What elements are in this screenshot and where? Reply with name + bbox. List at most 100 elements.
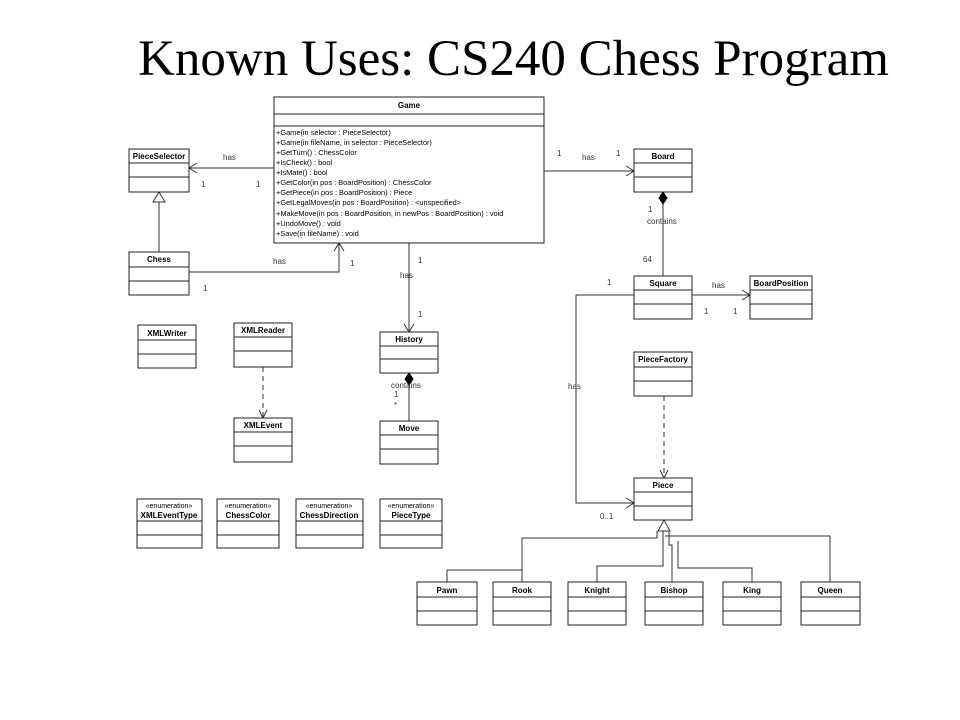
multiplicity-label: 1	[607, 278, 612, 287]
slide-title: Known Uses: CS240 Chess Program	[138, 31, 889, 87]
enum-chessdirection: «enumeration» ChessDirection	[295, 498, 364, 549]
class-xmlevent: XMLEvent	[233, 417, 293, 463]
class-move: Move	[379, 420, 439, 465]
operation: +Save(in fileName) : void	[276, 229, 359, 238]
class-king: King	[722, 581, 782, 626]
chess-game-line	[189, 243, 340, 273]
class-name: ChessColor	[226, 511, 271, 520]
relation-label-square-piece: has	[568, 382, 581, 391]
square-piece-line	[575, 294, 634, 504]
class-xmlreader: XMLReader	[233, 322, 293, 368]
relation-label-game-selector: has	[223, 153, 236, 162]
knight-generalization	[596, 531, 664, 582]
generalization-triangle	[152, 191, 166, 203]
class-name: Game	[398, 101, 421, 110]
bishop-generalization	[668, 531, 673, 582]
class-name: XMLReader	[241, 326, 285, 335]
king-generalization	[677, 541, 753, 582]
class-name: Queen	[818, 586, 843, 595]
relation-label-game-history: has	[400, 271, 413, 280]
operation: +IsMate() : bool	[276, 168, 328, 177]
multiplicity-label: 1	[201, 180, 206, 189]
operation: +GetColor(in pos : BoardPosition) : Ches…	[276, 178, 432, 187]
multiplicity-label: 1	[704, 307, 709, 316]
multiplicity-label: 1	[616, 149, 621, 158]
class-piece: Piece	[633, 477, 693, 521]
operation: +GetTurn() : ChessColor	[276, 148, 357, 157]
relationships	[152, 162, 831, 582]
class-bishop: Bishop	[644, 581, 704, 626]
class-chess: Chess	[128, 251, 190, 296]
relation-label-chess-game: has	[273, 257, 286, 266]
multiplicity-label: 1	[256, 180, 261, 189]
enum-piecetype: «enumeration» PieceType	[379, 498, 443, 549]
class-name: Square	[649, 279, 677, 288]
class-name: XMLEventType	[141, 511, 198, 520]
multiplicity-label: 1	[350, 259, 355, 268]
operation: +Game(in fileName, in selector : PieceSe…	[276, 138, 432, 147]
class-pieceselector: PieceSelector	[128, 148, 190, 193]
multiplicity-label: 64	[643, 255, 652, 264]
class-board: Board	[633, 148, 693, 193]
rook-generalization	[521, 531, 658, 582]
class-name: ChessDirection	[300, 511, 359, 520]
class-name: Chess	[147, 255, 172, 264]
class-name: PieceFactory	[638, 355, 688, 364]
class-name: Bishop	[660, 586, 687, 595]
relation-label-board-square: contains	[647, 217, 677, 226]
operation: +GetPiece(in pos : BoardPosition) : Piec…	[276, 188, 412, 197]
class-name: Knight	[584, 586, 610, 595]
operation: +Game(in selector : PieceSelector)	[276, 128, 391, 137]
multiplicity-label: 1	[394, 390, 399, 399]
class-name: Move	[399, 424, 420, 433]
multiplicity-label: 1	[648, 205, 653, 214]
stereotype: «enumeration»	[388, 503, 435, 510]
class-rook: Rook	[492, 581, 552, 626]
multiplicity-label: 1	[557, 149, 562, 158]
operation: +MakeMove(in pos : BoardPosition, in new…	[276, 209, 503, 218]
class-history: History	[379, 331, 439, 374]
class-name: PieceSelector	[133, 152, 185, 161]
class-name: XMLWriter	[147, 329, 186, 338]
class-game: Game +Game(in selector : PieceSelector) …	[273, 96, 545, 244]
class-name: Piece	[653, 481, 674, 490]
stereotype: «enumeration»	[146, 503, 193, 510]
composition-diamond	[658, 191, 668, 205]
class-knight: Knight	[567, 581, 627, 626]
stereotype: «enumeration»	[225, 503, 272, 510]
operation: +GetLegalMoves(in pos : BoardPosition) :…	[276, 198, 461, 207]
class-name: History	[395, 335, 423, 344]
enum-chesscolor: «enumeration» ChessColor	[216, 498, 280, 549]
generalization-triangle	[657, 518, 671, 532]
relation-label-game-board: has	[582, 153, 595, 162]
queen-generalization	[665, 535, 831, 582]
operation: +UndoMove() : void	[276, 219, 341, 228]
class-name: PieceType	[392, 511, 432, 520]
class-name: Pawn	[437, 586, 458, 595]
multiplicity-label: 1	[418, 256, 423, 265]
multiplicity-label: 0..1	[600, 512, 614, 521]
multiplicity-label: *	[394, 401, 397, 410]
class-boardposition: BoardPosition	[749, 275, 813, 320]
composition-diamond	[404, 372, 414, 386]
class-name: King	[743, 586, 761, 595]
operation: +IsCheck() : bool	[276, 158, 332, 167]
relation-label-history-move: contains	[391, 381, 421, 390]
class-xmlwriter: XMLWriter	[137, 324, 197, 369]
multiplicity-label: 1	[203, 284, 208, 293]
class-name: Board	[651, 152, 674, 161]
relation-label-square-boardposition: has	[712, 281, 725, 290]
class-name: XMLEvent	[244, 421, 283, 430]
relation-labels: has 1 1 has 1 1 has 1 1 contains 1 64 ha…	[201, 149, 738, 521]
class-name: BoardPosition	[754, 279, 809, 288]
stereotype: «enumeration»	[306, 503, 353, 510]
multiplicity-label: 1	[418, 310, 423, 319]
multiplicity-label: 1	[733, 307, 738, 316]
class-square: Square	[633, 275, 693, 320]
class-piecefactory: PieceFactory	[633, 351, 693, 397]
enum-xmleventtype: «enumeration» XMLEventType	[136, 498, 203, 549]
class-name: Rook	[512, 586, 533, 595]
class-queen: Queen	[800, 581, 861, 626]
class-pawn: Pawn	[416, 581, 478, 626]
